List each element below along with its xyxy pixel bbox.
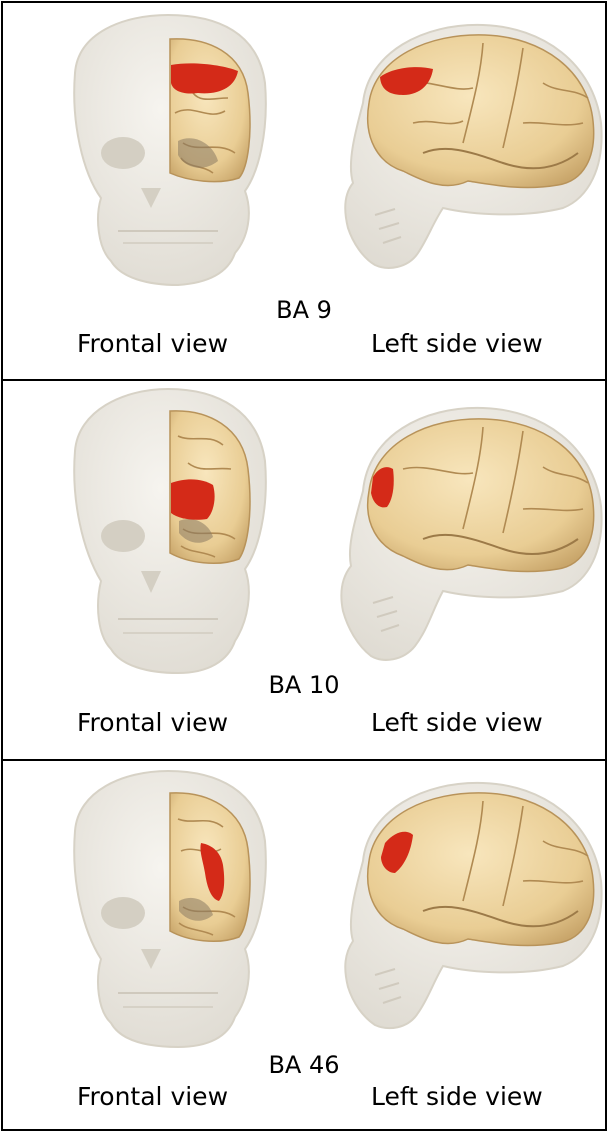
left-side-skull-brain-illustration	[341, 408, 601, 660]
panel-ba10: BA 10 Frontal view Left side view	[3, 379, 605, 759]
frontal-skull-brain-illustration	[74, 389, 266, 673]
area-label: BA 46	[3, 1051, 605, 1079]
left-side-view-label: Left side view	[371, 1082, 543, 1111]
frontal-view-label: Frontal view	[77, 708, 228, 737]
panel-illustrations	[3, 3, 609, 303]
left-side-view-label: Left side view	[371, 708, 543, 737]
frontal-view-label: Frontal view	[77, 1082, 228, 1111]
area-label: BA 9	[3, 296, 605, 324]
area-label: BA 10	[3, 671, 605, 699]
frontal-view-label: Frontal view	[77, 329, 228, 358]
left-side-view-label: Left side view	[371, 329, 543, 358]
panel-ba46: BA 46 Frontal view Left side view	[3, 759, 605, 1131]
panel-illustrations	[3, 381, 609, 681]
left-side-skull-brain-illustration	[345, 783, 601, 1028]
left-side-skull-brain-illustration	[345, 25, 601, 268]
frontal-skull-brain-illustration	[74, 771, 266, 1047]
panel-illustrations	[3, 761, 609, 1061]
frontal-skull-brain-illustration	[74, 15, 266, 285]
panel-ba9: BA 9 Frontal view Left side view	[3, 3, 605, 379]
